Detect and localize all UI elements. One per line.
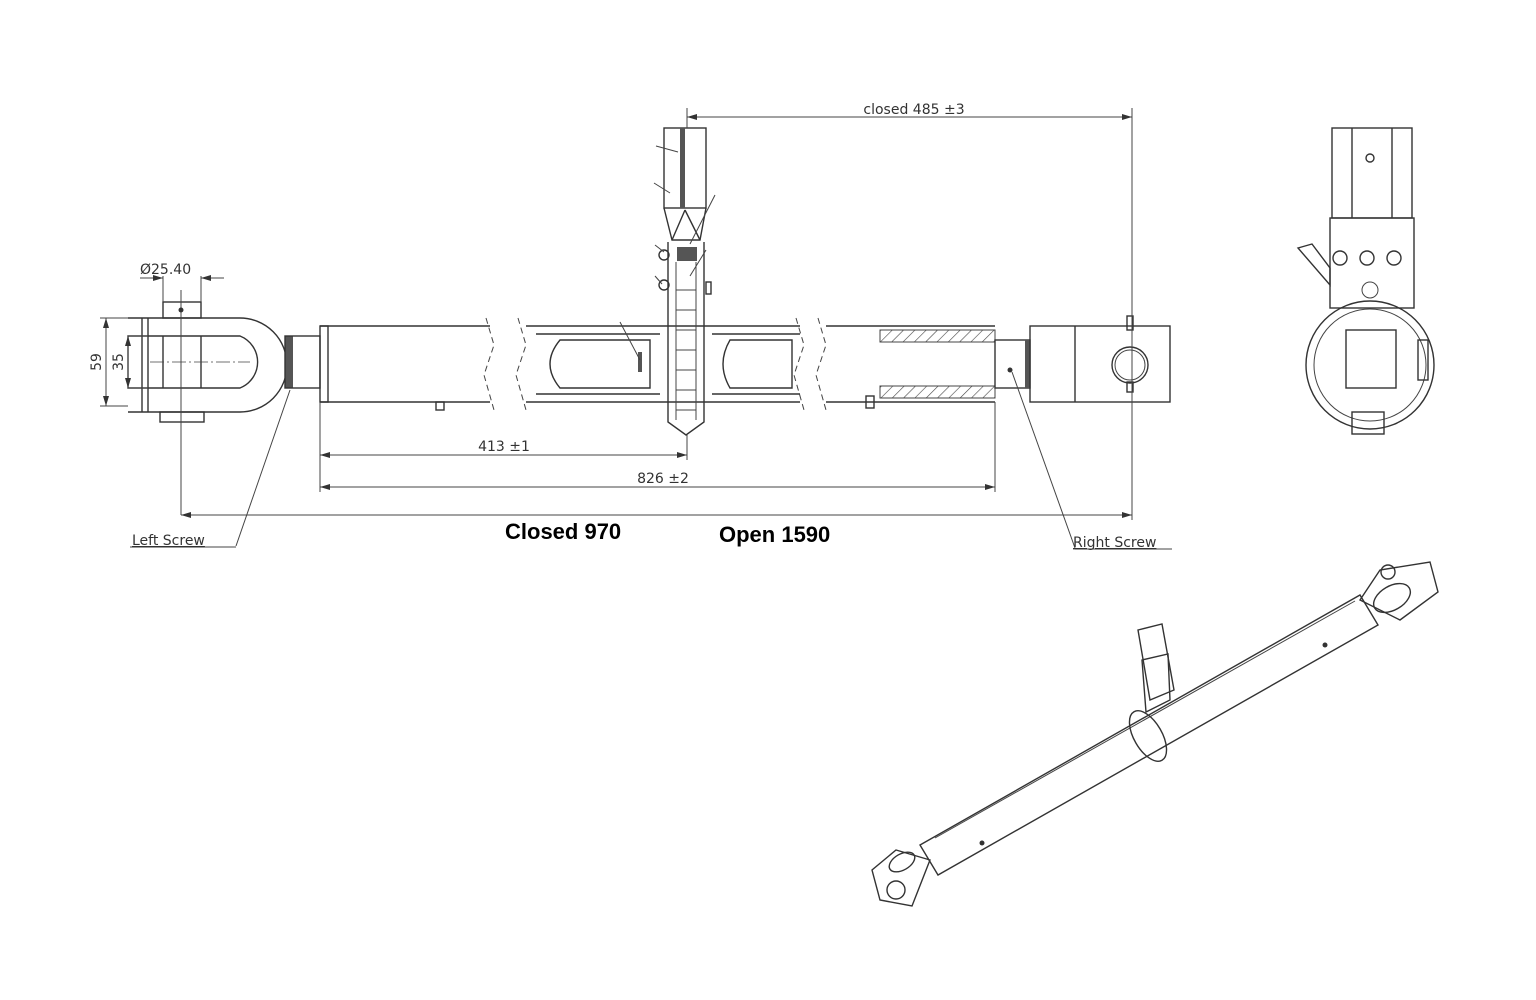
open-length: Open 1590 <box>719 522 830 547</box>
tube <box>319 317 1031 411</box>
isometric-view <box>871 561 1439 907</box>
dimension-lines <box>100 108 1172 550</box>
clevis-outer-dim: 59 <box>89 353 105 371</box>
clevis-inner-dim: 35 <box>111 353 127 371</box>
closed-length: Closed 970 <box>505 519 621 544</box>
pin-diameter-dim: Ø25.40 <box>140 262 191 278</box>
right-block <box>1029 315 1171 403</box>
ratchet-handle <box>619 127 716 436</box>
front-view: Ø25.40 59 35 closed 485 ±3 413 ±1 826 ±2… <box>89 102 1172 551</box>
side-view <box>1296 127 1435 435</box>
half-length-dim: 413 ±1 <box>478 439 530 455</box>
right-screw-label: Right Screw <box>1073 535 1156 551</box>
closed-offset-dim: closed 485 ±3 <box>863 102 964 118</box>
tube-length-dim: 826 ±2 <box>637 471 689 487</box>
left-screw-label: Left Screw <box>132 533 205 549</box>
left-clevis <box>127 290 321 515</box>
